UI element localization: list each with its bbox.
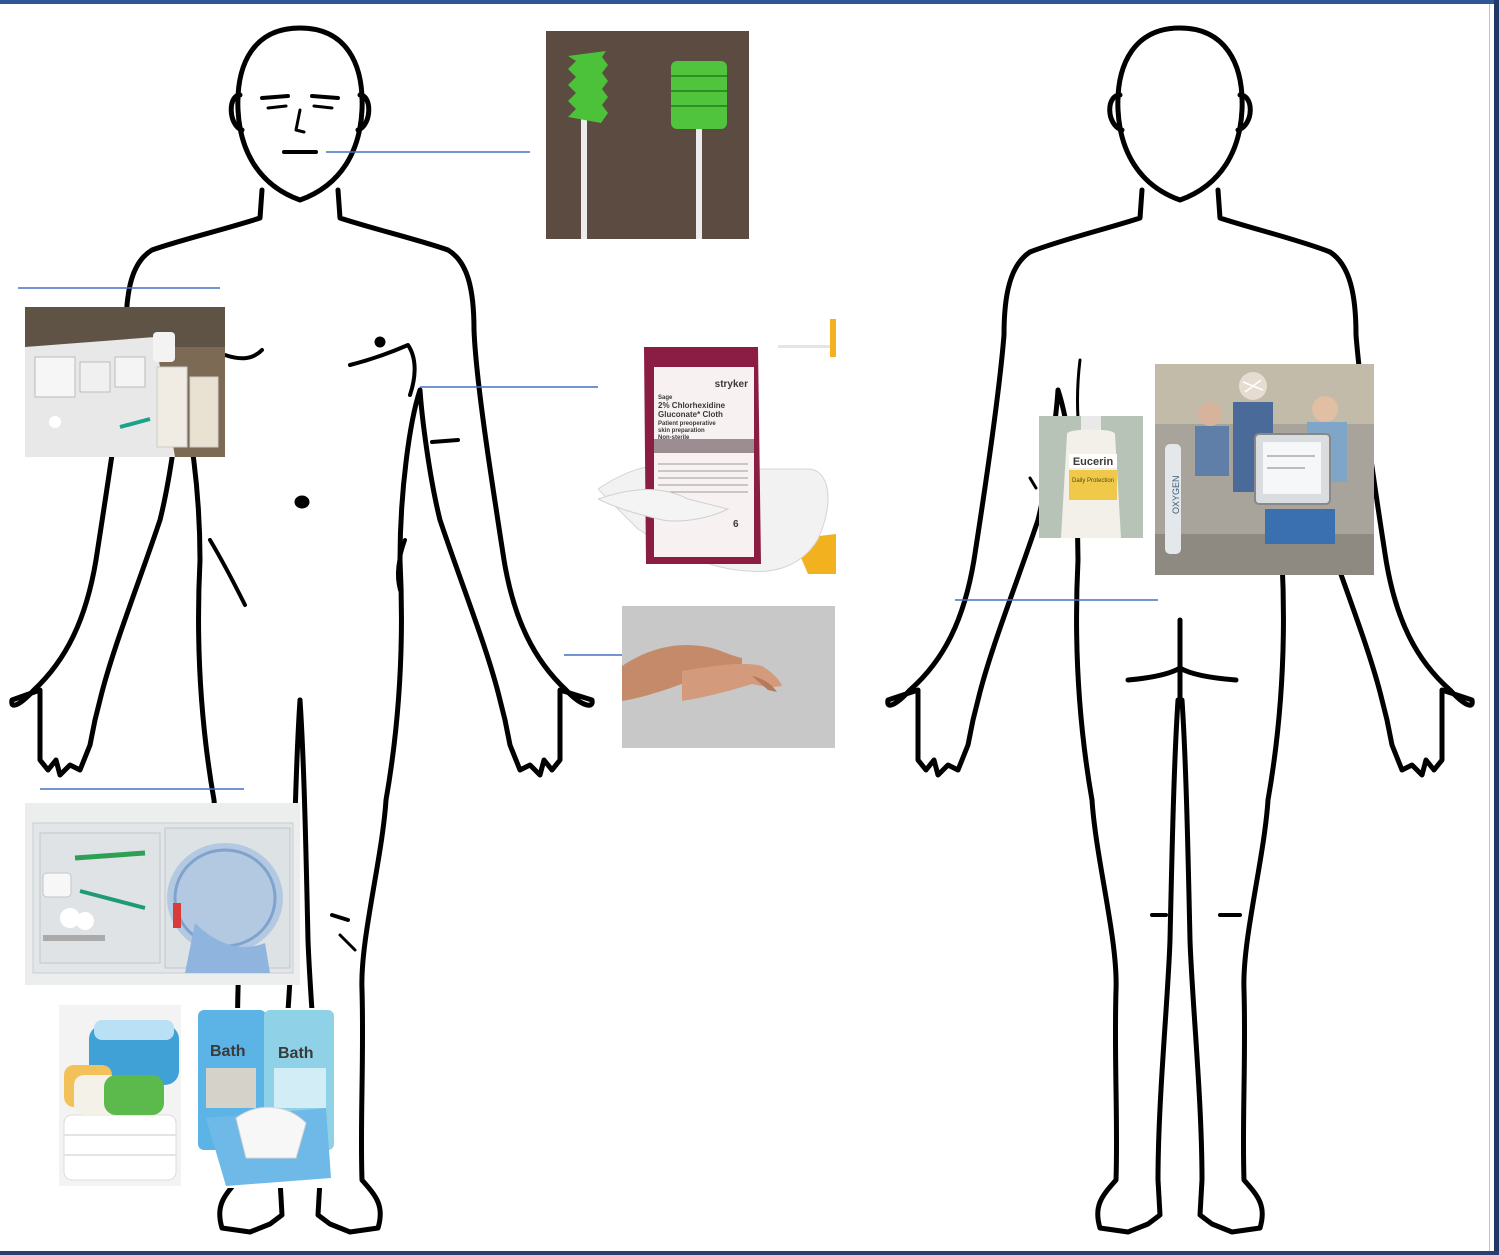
chg-brand: stryker xyxy=(715,379,748,390)
bath-label-b: Bath xyxy=(278,1045,314,1062)
urinary-catheter-kit-icon xyxy=(25,803,300,985)
eucerin-lotion-bottle-icon: Eucerin Daily Protection xyxy=(1039,416,1143,538)
lotion-brand: Eucerin xyxy=(1073,456,1114,468)
chg-count: 6 xyxy=(733,519,739,530)
chg-line6: Non-sterile xyxy=(658,435,690,441)
chg-line5: skin preparation xyxy=(658,428,705,434)
sterile-tray-photo xyxy=(25,307,225,457)
oxygen-label: OXYGEN xyxy=(1171,475,1181,514)
chg-line4: Patient preoperative xyxy=(658,421,716,427)
lotion-photo: Eucerin Daily Protection xyxy=(1039,416,1143,538)
chg-line2: 2% Chlorhexidine xyxy=(658,401,726,410)
catheter-kit-photo xyxy=(25,803,300,985)
mobility-photo: OXYGEN xyxy=(1155,364,1374,575)
chlorhexidine-cloth-pack-icon: stryker Sage 2% Chlorhexidine Gluconate*… xyxy=(598,319,836,574)
hand-wrist-photo xyxy=(622,606,835,748)
bath-wipes-photo: Bath Bath xyxy=(196,1008,338,1188)
lotion-product: Daily Protection xyxy=(1072,478,1114,484)
sterile-dressing-tray-icon xyxy=(25,307,225,457)
patient-mobility-with-ventilator-icon: OXYGEN xyxy=(1155,364,1374,575)
hand-touching-wrist-icon xyxy=(622,606,835,748)
soap-and-towel-icon xyxy=(59,1005,181,1186)
bath-label-a: Bath xyxy=(210,1043,246,1060)
chg-cloth-photo: stryker Sage 2% Chlorhexidine Gluconate*… xyxy=(598,319,836,574)
soap-towel-photo xyxy=(59,1005,181,1186)
bath-wipes-packs-icon: Bath Bath xyxy=(196,1008,338,1188)
back-body-outline xyxy=(888,28,1473,1232)
chg-line3: Gluconate* Cloth xyxy=(658,410,723,419)
oral-swabs-photo xyxy=(546,31,749,239)
green-foam-oral-swabs-icon xyxy=(546,31,749,239)
